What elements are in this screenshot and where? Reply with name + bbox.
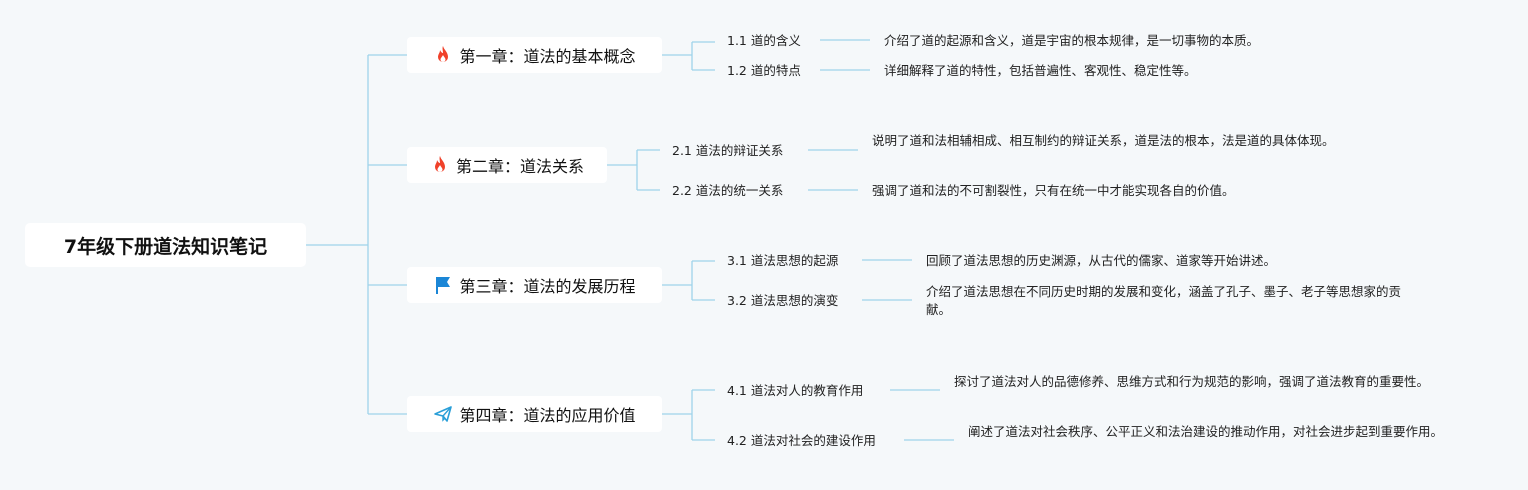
section-2-2-desc: 强调了道和法的不可割裂性，只有在统一中才能实现各自的价值。 [872,183,1235,198]
section-4-1[interactable]: 4.1 道法对人的教育作用 [727,383,864,398]
section-3-2-desc: 介绍了道法思想在不同历史时期的发展和变化，涵盖了孔子、墨子、老子等思想家的贡献。 [926,284,1402,317]
chapter-node-2[interactable]: 第二章：道法关系 [407,147,607,183]
section-1-1-desc: 介绍了道的起源和含义，道是宇宙的根本规律，是一切事物的本质。 [884,33,1260,48]
section-2-1[interactable]: 2.1 道法的辩证关系 [672,143,784,158]
root-node[interactable]: 7年级下册道法知识笔记 [25,223,306,267]
root-title: 7年级下册道法知识笔记 [63,235,268,258]
paper-plane-icon [433,404,453,424]
chapter-title: 第三章：道法的发展历程 [459,277,636,296]
chapter-title: 第四章：道法的应用价值 [459,406,636,425]
chapter-title: 第二章：道法关系 [455,157,584,176]
section-4-2[interactable]: 4.2 道法对社会的建设作用 [727,433,876,448]
flag-icon [433,275,453,295]
chapter-title: 第一章：道法的基本概念 [459,47,636,66]
chapter-node-1[interactable]: 第一章：道法的基本概念 [407,37,662,73]
section-4-1-desc: 探讨了道法对人的品德修养、思维方式和行为规范的影响，强调了道法教育的重要性。 [954,374,1430,389]
section-1-2[interactable]: 1.2 道的特点 [727,63,801,78]
section-2-2[interactable]: 2.2 道法的统一关系 [672,183,784,198]
section-3-2[interactable]: 3.2 道法思想的演变 [727,293,839,308]
fire-icon [433,45,453,65]
section-4-2-desc: 阐述了道法对社会秩序、公平正义和法治建设的推动作用，对社会进步起到重要作用。 [968,424,1444,439]
section-1-1[interactable]: 1.1 道的含义 [727,33,801,48]
chapter-node-4[interactable]: 第四章：道法的应用价值 [407,396,662,432]
section-3-1[interactable]: 3.1 道法思想的起源 [727,253,839,268]
section-1-2-desc: 详细解释了道的特性，包括普遍性、客观性、稳定性等。 [884,63,1197,78]
fire-icon [430,155,450,175]
chapter-node-3[interactable]: 第三章：道法的发展历程 [407,267,662,303]
section-2-1-desc: 说明了道和法相辅相成、相互制约的辩证关系，道是法的根本，法是道的具体体现。 [872,133,1335,148]
section-3-1-desc: 回顾了道法思想的历史渊源，从古代的儒家、道家等开始讲述。 [926,253,1277,268]
